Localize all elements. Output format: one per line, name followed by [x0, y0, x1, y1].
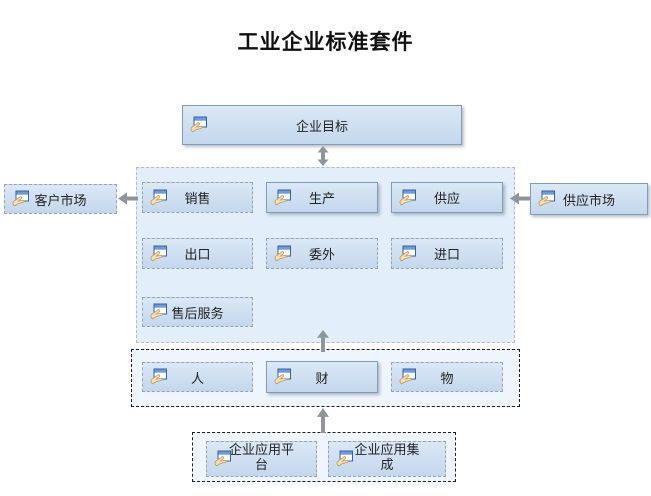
left-arrow	[118, 192, 138, 205]
node-finance[interactable]: 财	[266, 361, 378, 393]
page-title: 工业企业标准套件	[237, 30, 414, 54]
node-label: 供应	[433, 192, 460, 207]
node-people[interactable]: 人	[142, 362, 253, 392]
node-enterprise-app-platform[interactable]: 企业应用平台	[206, 441, 317, 477]
node-production[interactable]: 生产	[266, 182, 378, 213]
node-import[interactable]: 进口	[391, 238, 503, 269]
form-window-hand-icon	[213, 450, 232, 469]
up-arrow	[316, 330, 330, 352]
form-window-hand-icon	[273, 244, 292, 263]
node-enterprise-app-integration[interactable]: 企业应用集成	[328, 441, 446, 477]
node-label: 客户市场	[34, 193, 87, 209]
form-window-hand-icon	[398, 368, 417, 387]
form-window-hand-icon	[273, 188, 292, 207]
form-window-hand-icon	[149, 368, 168, 387]
node-label: 进口	[433, 248, 460, 263]
node-enterprise-goal[interactable]: 企业目标	[182, 105, 462, 145]
left-arrow	[510, 192, 530, 205]
up-down-arrow	[316, 146, 330, 166]
form-window-hand-icon	[11, 190, 30, 209]
node-supply[interactable]: 供应	[391, 182, 503, 213]
node-export[interactable]: 出口	[142, 238, 253, 269]
node-sales[interactable]: 销售	[142, 182, 253, 213]
node-customer-market[interactable]: 客户市场	[4, 184, 117, 214]
form-window-hand-icon	[149, 244, 168, 263]
form-window-hand-icon	[398, 188, 417, 207]
node-supply-market[interactable]: 供应市场	[530, 183, 648, 215]
form-window-hand-icon	[537, 190, 556, 209]
form-window-hand-icon	[149, 303, 168, 322]
node-label: 企业目标	[295, 119, 348, 135]
node-label: 售后服务	[171, 306, 224, 322]
form-window-hand-icon	[398, 244, 417, 263]
node-label: 人	[190, 371, 204, 387]
node-outsource[interactable]: 委外	[266, 238, 378, 269]
node-label: 企业应用集成	[354, 443, 420, 473]
form-window-hand-icon	[189, 116, 208, 135]
node-label: 供应市场	[562, 193, 615, 209]
node-label: 企业应用平台	[228, 443, 294, 473]
up-arrow	[316, 408, 330, 433]
form-window-hand-icon	[149, 188, 168, 207]
form-window-hand-icon	[335, 450, 354, 469]
node-label: 委外	[308, 248, 335, 263]
node-material[interactable]: 物	[391, 362, 503, 392]
node-label: 生产	[308, 192, 335, 207]
node-after-sales-service[interactable]: 售后服务	[142, 297, 253, 327]
node-label: 财	[315, 371, 329, 387]
form-window-hand-icon	[273, 368, 292, 387]
node-label: 出口	[184, 248, 211, 263]
node-label: 物	[440, 371, 454, 387]
node-label: 销售	[184, 192, 211, 207]
